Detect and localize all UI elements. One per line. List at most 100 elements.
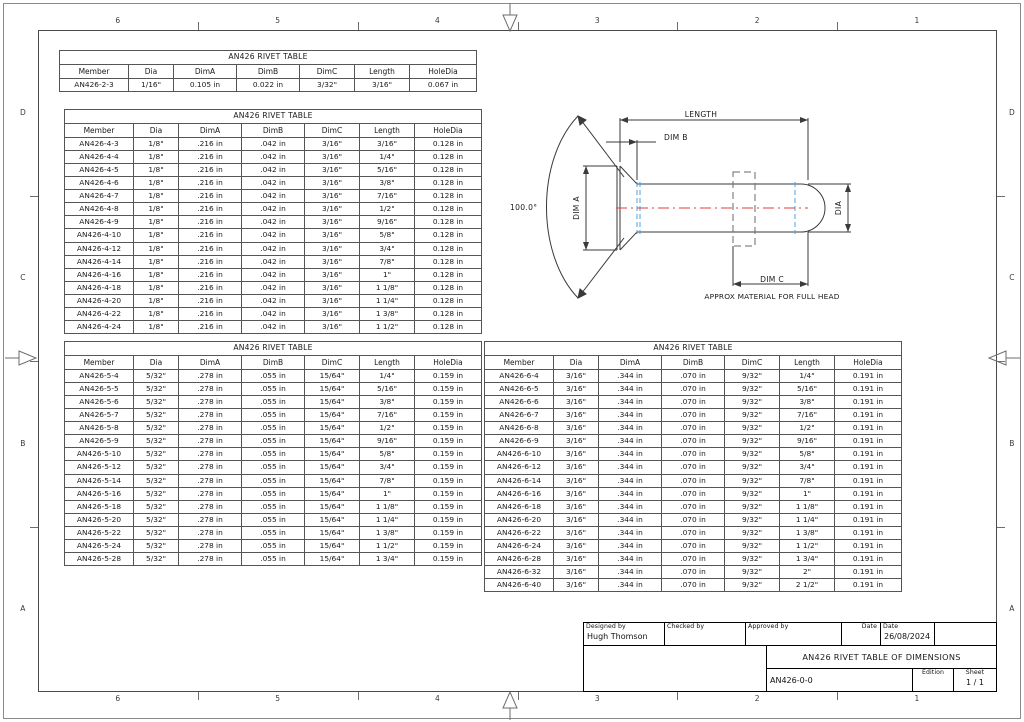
cell-dima: .344 in (598, 447, 662, 462)
cell-length: 1 1/8" (779, 499, 835, 514)
cell-dima: .216 in (178, 215, 242, 230)
cell-dimc: 3/16" (304, 228, 360, 243)
cell-dimb: .055 in (241, 434, 305, 449)
cell-holedia: 0.067 in (409, 77, 477, 92)
title-block-spare-cell (934, 622, 997, 646)
cell-length: 1 3/8" (359, 525, 415, 541)
cell-dimc: 15/64" (304, 447, 360, 462)
cell-dia: 1/8" (133, 215, 179, 230)
cell-dia: 3/16" (553, 512, 599, 527)
head-cone-upper (619, 165, 638, 185)
cell-dima: .344 in (598, 434, 662, 449)
cell-length: 7/8" (359, 254, 415, 269)
cell-length: 1 3/4" (779, 552, 835, 567)
cell-member: AN426-5-18 (64, 499, 134, 514)
cell-dima: .278 in (178, 381, 242, 396)
cell-member: AN426-6-6 (484, 394, 554, 410)
cell-holedia: 0.191 in (834, 473, 902, 488)
cell-length: 3/4" (359, 460, 415, 475)
column-header-dima: DimA (598, 354, 662, 370)
cell-dimc: 15/64" (304, 552, 360, 567)
cell-member: AN426-6-28 (484, 552, 554, 567)
cell-length: 1 1/4" (359, 512, 415, 527)
cell-holedia: 0.191 in (834, 460, 902, 475)
cell-dia: 5/32" (133, 368, 179, 383)
cell-dimc: 3/16" (304, 293, 360, 309)
cell-dima: .344 in (598, 408, 662, 423)
cell-dima: .216 in (178, 293, 242, 309)
cell-dimc: 9/32" (724, 539, 780, 554)
cell-dia: 3/16" (553, 499, 599, 514)
cell-length: 7/8" (779, 473, 835, 488)
cell-dima: .278 in (178, 421, 242, 436)
cell-dima: .344 in (598, 512, 662, 527)
cell-length: 3/8" (359, 394, 415, 410)
cell-length: 5/16" (359, 381, 415, 396)
cell-dia: 3/16" (553, 434, 599, 449)
length-arrow-left-icon (620, 117, 628, 123)
cell-dimc: 3/16" (304, 307, 360, 322)
cell-holedia: 0.159 in (414, 486, 482, 501)
approx-material-phantom-box (732, 171, 756, 247)
cell-dia: 1/8" (133, 136, 179, 151)
cell-member: AN426-6-5 (484, 381, 554, 396)
dimc-arrow-left-icon (733, 281, 741, 287)
cell-dimb: .055 in (241, 512, 305, 527)
cell-holedia: 0.159 in (414, 421, 482, 436)
column-header-holedia: HoleDia (414, 354, 482, 370)
cell-dia: 1/8" (133, 176, 179, 191)
cell-member: AN426-6-14 (484, 473, 554, 488)
cell-dima: .216 in (178, 149, 242, 164)
cell-dia: 5/32" (133, 539, 179, 554)
cell-dia: 3/16" (553, 460, 599, 475)
cell-holedia: 0.128 in (414, 189, 482, 204)
cell-dimc: 15/64" (304, 512, 360, 527)
zone-label-top-3: 3 (594, 16, 600, 25)
cell-holedia: 0.191 in (834, 486, 902, 501)
cell-dimc: 3/16" (304, 176, 360, 191)
cell-length: 1 1/2" (359, 539, 415, 554)
cell-dia: 3/16" (553, 565, 599, 580)
cell-dima: .344 in (598, 368, 662, 383)
cell-dimb: .042 in (241, 280, 305, 295)
cell-dimc: 9/32" (724, 578, 780, 593)
column-header-dia: Dia (133, 354, 179, 370)
cell-holedia: 0.128 in (414, 162, 482, 178)
cell-dia: 5/32" (133, 486, 179, 501)
cell-dimb: .070 in (661, 525, 725, 541)
cell-dimb: .070 in (661, 473, 725, 488)
cell-dia: 5/32" (133, 421, 179, 436)
cell-dimb: .055 in (241, 394, 305, 410)
column-header-dima: DimA (178, 122, 242, 138)
cell-dimb: .070 in (661, 512, 725, 527)
cell-dimb: .070 in (661, 368, 725, 383)
cell-member: AN426-5-7 (64, 408, 134, 423)
angle-label: 100.0° (510, 203, 537, 212)
dim-a-label: DIM A (572, 196, 581, 220)
edition-cell: Edition (912, 668, 954, 692)
dima-arrow-bottom-icon (583, 242, 589, 250)
cell-dimc: 15/64" (304, 499, 360, 514)
cell-dima: .278 in (178, 447, 242, 462)
table-title: AN426 RIVET TABLE (59, 50, 477, 65)
cell-holedia: 0.191 in (834, 565, 902, 580)
cell-dia: 5/32" (133, 499, 179, 514)
cell-dia: 5/32" (133, 447, 179, 462)
cell-dimb: .055 in (241, 486, 305, 501)
zone-tick-top (837, 22, 839, 30)
cell-length: 3/8" (779, 394, 835, 410)
